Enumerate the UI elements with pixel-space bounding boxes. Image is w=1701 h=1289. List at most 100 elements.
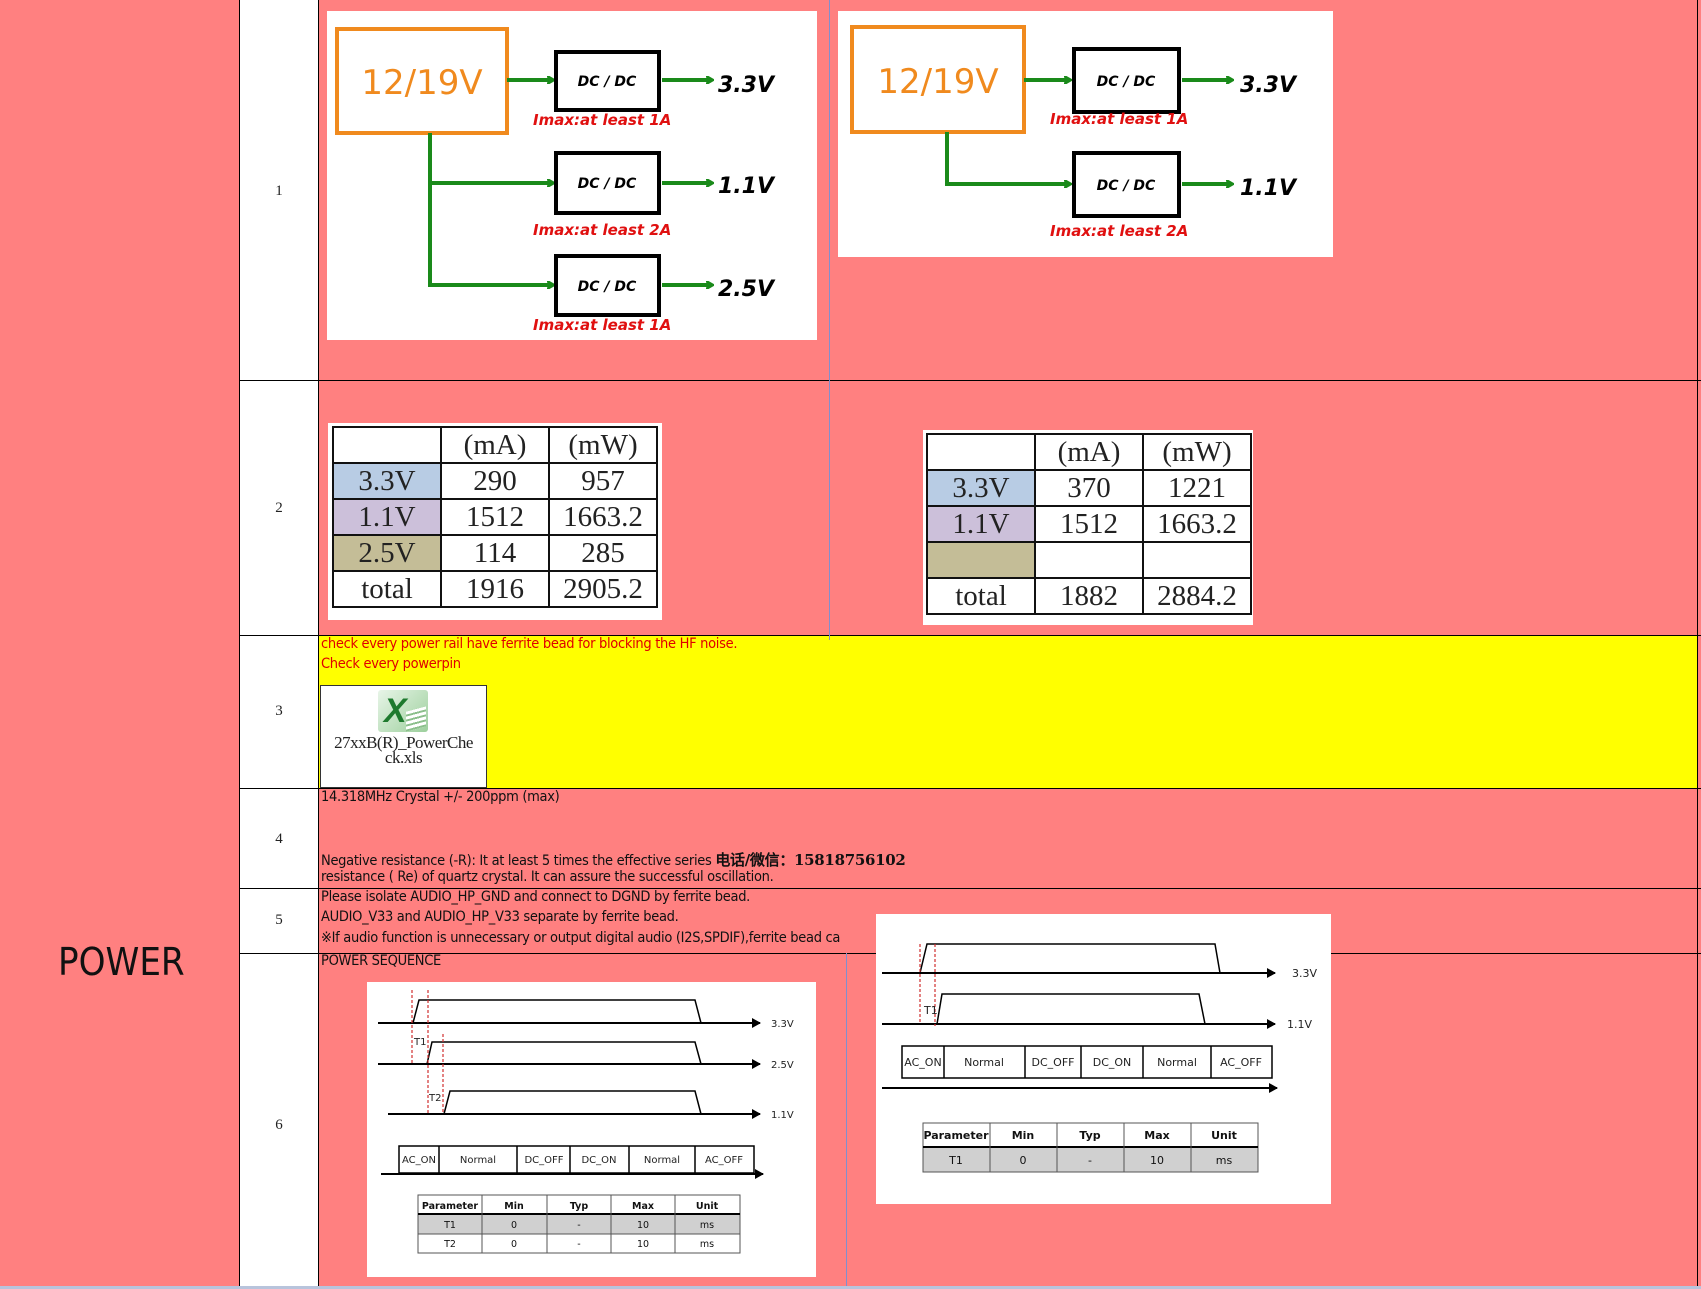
grid-divider xyxy=(829,0,830,640)
state-label: DC_ON xyxy=(1093,1056,1132,1069)
row-number: 5 xyxy=(275,912,283,928)
contact-text: 电话/微信：15818756102 xyxy=(715,851,906,869)
param-cell: T1 xyxy=(948,1154,963,1167)
ferrite-note: check every power rail have ferrite bead… xyxy=(321,636,738,652)
marker-label: T1 xyxy=(413,1037,426,1048)
rail-cell: 3.3V xyxy=(332,462,442,500)
state-label: AC_OFF xyxy=(705,1155,743,1166)
grid-divider xyxy=(239,0,240,1289)
table-header-row: (mA)(mW) xyxy=(332,426,658,464)
rail-cell: 3.3V xyxy=(926,469,1036,507)
param-header: Parameter xyxy=(422,1201,479,1212)
converter-label: DC / DC xyxy=(1097,178,1156,194)
audio-optional-note: ※If audio function is unnecessary or out… xyxy=(321,930,841,946)
state-label: DC_OFF xyxy=(1032,1056,1075,1069)
param-cell: 10 xyxy=(637,1239,649,1250)
param-header: Typ xyxy=(570,1201,589,1212)
rail-cell xyxy=(926,541,1036,579)
row-border xyxy=(239,788,1701,789)
value-cell: 370 xyxy=(1034,469,1144,507)
powerpin-note: Check every powerpin xyxy=(321,656,461,672)
grid-divider xyxy=(318,0,319,1289)
imax-label: Imax:at least 2A xyxy=(533,221,671,239)
note-text: Negative resistance (-R): It at least 5 … xyxy=(321,853,712,869)
crystal-spec: 14.318MHz Crystal +/- 200ppm (max) xyxy=(321,789,560,805)
state-label: Normal xyxy=(964,1056,1004,1069)
output-voltage: 3.3V xyxy=(1240,73,1298,98)
converter-label: DC / DC xyxy=(578,176,637,192)
resistance-note: resistance ( Re) of quartz crystal. It c… xyxy=(321,869,774,885)
row-number: 4 xyxy=(275,831,283,847)
imax-label: Imax:at least 1A xyxy=(1050,110,1188,128)
value-cell: 957 xyxy=(548,462,658,500)
total-cell: total xyxy=(332,570,442,608)
audio-gnd-note: Please isolate AUDIO_HP_GND and connect … xyxy=(321,889,751,905)
power-tree-diagram-right[interactable]: 12/19V DC / DC DC / DC 3.3V 1.1V Imax:at… xyxy=(838,11,1333,257)
rail-label: 3.3V xyxy=(1292,967,1317,980)
sheet-tab-bar[interactable] xyxy=(0,1286,1701,1289)
value-cell xyxy=(1142,541,1252,579)
param-header: Unit xyxy=(1211,1129,1237,1142)
row-border xyxy=(239,635,1701,636)
param-header: Min xyxy=(1012,1129,1035,1142)
grid-divider xyxy=(1697,0,1698,1289)
param-header: Parameter xyxy=(923,1129,989,1142)
value-cell: 2905.2 xyxy=(548,570,658,608)
value-cell: 1512 xyxy=(1034,505,1144,543)
header-cell: (mW) xyxy=(1142,433,1252,471)
value-cell: 2884.2 xyxy=(1142,577,1252,615)
state-label: DC_OFF xyxy=(524,1155,563,1166)
row-number: 2 xyxy=(275,500,283,516)
state-label: Normal xyxy=(460,1155,496,1166)
section-label-power: POWER xyxy=(58,940,185,984)
output-voltage: 3.3V xyxy=(718,73,776,98)
state-label: DC_ON xyxy=(581,1155,616,1166)
converter-label: DC / DC xyxy=(1097,74,1156,90)
rail-cell: 2.5V xyxy=(332,534,442,572)
value-cell: 1663.2 xyxy=(548,498,658,536)
header-cell: (mA) xyxy=(1034,433,1144,471)
marker-label: T2 xyxy=(428,1093,441,1104)
source-label: 12/19V xyxy=(361,63,482,103)
excel-file-icon: X xyxy=(378,690,428,732)
imax-label: Imax:at least 2A xyxy=(1050,222,1188,240)
param-header: Max xyxy=(632,1201,654,1212)
rail-label: 2.5V xyxy=(771,1060,794,1071)
header-cell: (mW) xyxy=(548,426,658,464)
param-cell: 0 xyxy=(511,1220,517,1231)
output-voltage: 2.5V xyxy=(718,277,776,302)
row-number: 1 xyxy=(275,183,283,199)
param-cell: - xyxy=(577,1239,580,1250)
total-cell: total xyxy=(926,577,1036,615)
value-cell: 114 xyxy=(440,534,550,572)
row3-highlight xyxy=(319,635,1697,788)
power-sequence-diagram-right[interactable]: 3.3V 1.1V T1 AC_ON Normal DC_OFF DC_ON N… xyxy=(876,914,1331,1204)
param-cell: 0 xyxy=(511,1239,517,1250)
state-label: AC_ON xyxy=(904,1056,941,1069)
value-cell: 1512 xyxy=(440,498,550,536)
rail-label: 1.1V xyxy=(771,1110,794,1121)
param-cell: ms xyxy=(1216,1154,1233,1167)
value-cell: 285 xyxy=(548,534,658,572)
value-cell: 1916 xyxy=(440,570,550,608)
number-column xyxy=(240,0,318,1289)
param-cell: T1 xyxy=(443,1220,456,1231)
state-label: Normal xyxy=(1157,1056,1197,1069)
param-cell: 10 xyxy=(637,1220,649,1231)
param-header: Typ xyxy=(1079,1129,1100,1142)
param-header: Unit xyxy=(696,1201,719,1212)
power-sequence-diagram-left[interactable]: 3.3V 2.5V 1.1V T1 T2 AC_ON Normal DC_OFF… xyxy=(367,982,816,1277)
value-cell xyxy=(1034,541,1144,579)
row-border xyxy=(239,888,1701,889)
source-label: 12/19V xyxy=(877,62,998,102)
power-tree-diagram-left[interactable]: 12/19V DC / DC DC / DC DC / DC 3.3V 1.1V… xyxy=(327,11,817,340)
